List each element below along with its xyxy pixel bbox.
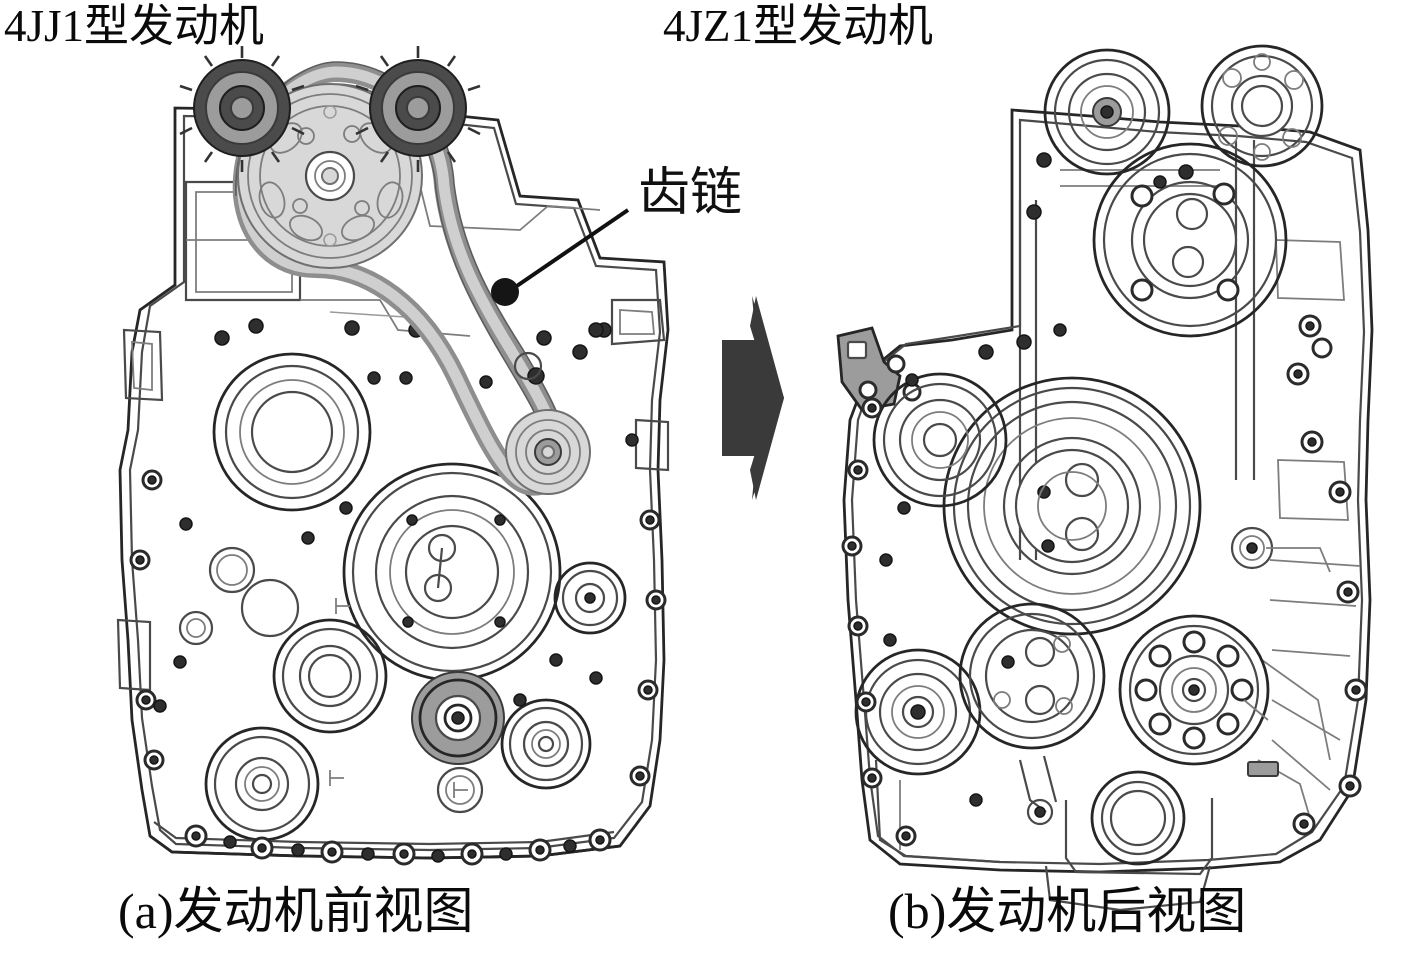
- mounting-boss-left: [836, 326, 922, 412]
- accessory-gear-lower-right: [1118, 614, 1270, 766]
- crankshaft-gear-large: [942, 376, 1202, 636]
- camshaft-pulley-right: [1200, 44, 1324, 168]
- housing-bolt-holes-panel-b: [841, 152, 1368, 847]
- chain-tensioner-sprocket: [505, 409, 591, 495]
- large-flywheel-pulley: [1092, 142, 1288, 338]
- injection-pump-gear: [411, 671, 505, 765]
- housing-details-panel-b: [1018, 526, 1331, 826]
- housing-bolt-holes: [129, 318, 667, 787]
- vacuum-pump-gear: [500, 698, 592, 790]
- title-right-engine: 4JZ1型发动机: [663, 1, 934, 51]
- callout-label-chain: 齿链: [638, 165, 743, 222]
- caption-panel-b: (b)发动机后视图: [888, 883, 1247, 939]
- idler-gear-lower-left: [272, 618, 388, 734]
- gear-train-panel-a: [178, 352, 627, 842]
- idler-gear-upper: [872, 372, 1008, 508]
- title-left-engine: 4JJ1型发动机: [4, 1, 265, 51]
- camshaft-sprocket-left: [179, 46, 305, 172]
- accessory-gear-right: [553, 561, 627, 635]
- timing-chain-assembly: [179, 46, 604, 496]
- bottom-flange-bolt-row: [149, 821, 621, 866]
- camshaft-pulley-left: [1043, 48, 1171, 176]
- idler-gear-lower-center: [958, 602, 1106, 750]
- oil-seal-ring: [1064, 770, 1214, 876]
- crankshaft-gear: [342, 462, 562, 682]
- caption-panel-a: (a)发动机前视图: [118, 883, 474, 939]
- camshaft-sprocket-right: [355, 46, 481, 172]
